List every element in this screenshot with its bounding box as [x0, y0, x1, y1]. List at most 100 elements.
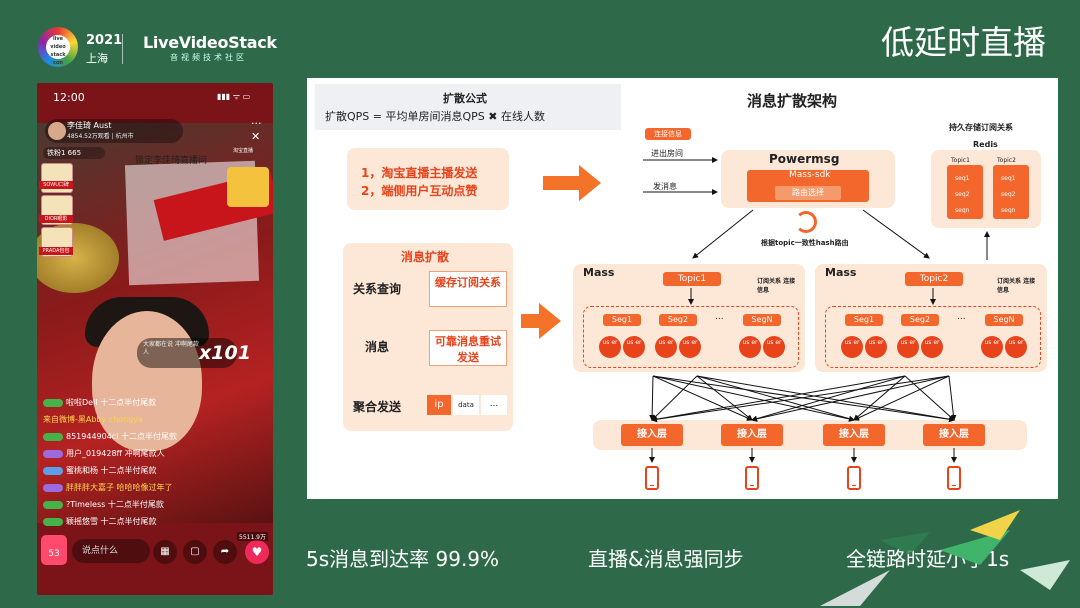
- mass1-sub: 订阅关系 连接信息: [757, 278, 796, 294]
- fanout-line: [853, 375, 906, 421]
- chat-badge: [43, 517, 63, 526]
- fanout-line: [948, 375, 957, 421]
- hash-route-label: 根据topic一致性hash路由: [761, 239, 849, 247]
- promo-text: 淘宝直播: [233, 148, 254, 154]
- chat-badge: [43, 500, 63, 509]
- access-layer-box: 接入层: [621, 424, 683, 446]
- cache-text: 缓存订阅关系: [435, 276, 501, 289]
- user-node: us er: [763, 336, 785, 358]
- mass1-topic: Topic1: [663, 272, 721, 286]
- line-to-mass1: [692, 209, 754, 259]
- like-count: 5511.9万: [237, 532, 268, 541]
- client-phone-icon: [847, 466, 861, 490]
- product-label-2: DIOR眼影: [39, 215, 73, 223]
- product-label-1: SOWU口碑: [39, 181, 73, 189]
- access-layer-box: 接入层: [923, 424, 985, 446]
- slide-title: 低延时直播: [881, 23, 1046, 62]
- seg-ellipsis: ...: [715, 312, 724, 322]
- diffuse-title: 消息扩散: [401, 250, 450, 264]
- stat-arrival-rate: 5s消息到达率 99.9%: [306, 547, 500, 571]
- more-close-icon[interactable]: ··· ✕: [251, 117, 262, 143]
- status-icons: ▮▮▮ ᯤ ▭: [217, 92, 251, 101]
- agg-cell-more: ...: [481, 395, 507, 415]
- source-box: [347, 148, 509, 210]
- flow-step-3: 聚合发送: [353, 400, 402, 414]
- architecture-diagram: 扩散公式 扩散QPS = 平均单房间消息QPS ✖ 在线人数 1，淘宝直播主播发…: [307, 78, 1058, 499]
- reliable-box: [429, 330, 507, 366]
- grid-icon[interactable]: ▦: [153, 540, 177, 564]
- chat-message: 来自微博-黑Abby chongya: [43, 415, 143, 424]
- mass-label-2: Mass: [825, 266, 857, 279]
- fanout-line: [652, 375, 753, 421]
- connector-lines: [643, 157, 990, 305]
- mass-sdk-label: Mass-sdk: [789, 170, 831, 180]
- header-divider: [122, 34, 123, 64]
- fanout-line: [651, 375, 950, 423]
- redis-seq-2a: seq1: [1001, 175, 1016, 182]
- redis-seq-2c: seqn: [1001, 207, 1016, 214]
- host-info-card[interactable]: [45, 119, 183, 143]
- combo-counter: x101: [199, 342, 251, 364]
- client-phone-icon: [645, 466, 659, 490]
- formula-text: 扩散QPS = 平均单房间消息QPS ✖ 在线人数: [325, 110, 545, 123]
- arch-title: 消息扩散架构: [747, 92, 838, 110]
- formula-box: [315, 84, 621, 130]
- host-name: 李佳琦 Aust: [67, 121, 112, 130]
- fanout-line: [651, 375, 906, 423]
- phone-livestream-screenshot: 12:00 ▮▮▮ ᯤ ▭ 锁定李佳琦直播间 李佳琦 Aust 4854.52万…: [37, 83, 273, 595]
- stat-sync: 直播&消息强同步: [588, 547, 744, 571]
- phone-time: 12:00: [53, 91, 85, 104]
- fanout-line: [751, 375, 950, 422]
- reliable-text: 可靠消息重试发送: [435, 335, 501, 364]
- host-subtitle: 4854.52万观看 | 杭州市: [67, 133, 134, 140]
- line-to-mass2: [862, 209, 930, 259]
- crowd-bubble: [137, 338, 237, 368]
- paper-plane-decoration: [820, 510, 1070, 606]
- cart-button[interactable]: 53: [41, 535, 67, 565]
- source-2: 2，端侧用户互动点赞: [361, 184, 478, 198]
- brand-name: LiveVideoStack: [143, 33, 277, 52]
- chat-message: 啦啦Dell 十二点半付尾款: [43, 397, 156, 408]
- mass2-sub: 订阅关系 连接信息: [997, 278, 1036, 294]
- redis-topic2: Topic2: [997, 157, 1016, 164]
- source-1: 1，淘宝直播主播发送: [361, 166, 478, 180]
- comment-input[interactable]: 说点什么: [72, 539, 150, 563]
- redis-seq-2b: seq2: [1001, 191, 1016, 198]
- redis-topic2-col: [993, 165, 1029, 219]
- share-card-icon[interactable]: ▢: [183, 540, 207, 564]
- like-heart-icon[interactable]: ♥: [245, 540, 269, 564]
- user-node: us er: [865, 336, 887, 358]
- user-node: us er: [599, 336, 621, 358]
- host-avatar: [48, 122, 66, 140]
- fan-badge: 铁粉1 665: [43, 147, 105, 159]
- seg-box: Seg2: [901, 314, 939, 326]
- redis-topic1-col: [947, 165, 983, 219]
- seg-box: Seg1: [845, 314, 883, 326]
- route-select: 路由选择: [775, 186, 841, 200]
- user-node: us er: [1005, 336, 1027, 358]
- access-layer-box: 接入层: [721, 424, 783, 446]
- refresh-icon: [795, 211, 817, 233]
- promo-badge[interactable]: [227, 167, 269, 207]
- user-node: us er: [897, 336, 919, 358]
- fanout-line: [853, 375, 950, 421]
- client-phone-icon: [947, 466, 961, 490]
- share-icon[interactable]: ➦: [213, 540, 237, 564]
- flow-step-1: 关系查询: [353, 282, 402, 296]
- fanout-line: [696, 375, 753, 421]
- chat-message: ?Timeless 十二点半付尾款: [43, 499, 164, 510]
- fanout-line: [651, 375, 698, 421]
- agg-cell-data: data: [453, 395, 479, 415]
- chat-message: 胖胖胖大嘉子 哈哈哈像过年了: [43, 482, 173, 493]
- enter-room-label: 进出房间: [651, 149, 683, 158]
- seg-box: SegN: [985, 314, 1023, 326]
- formula-title: 扩散公式: [443, 92, 487, 105]
- fanout-line: [904, 375, 955, 421]
- big-arrow-top: [543, 176, 583, 190]
- fanout-line: [751, 375, 906, 422]
- access-layer-box: 接入层: [823, 424, 885, 446]
- chat-badge: [43, 466, 63, 475]
- phone-status-bar: 12:00 ▮▮▮ ᯤ ▭: [37, 83, 273, 109]
- agg-cell-ip: ip: [427, 395, 451, 415]
- redis-seq-1c: seqn: [955, 207, 970, 214]
